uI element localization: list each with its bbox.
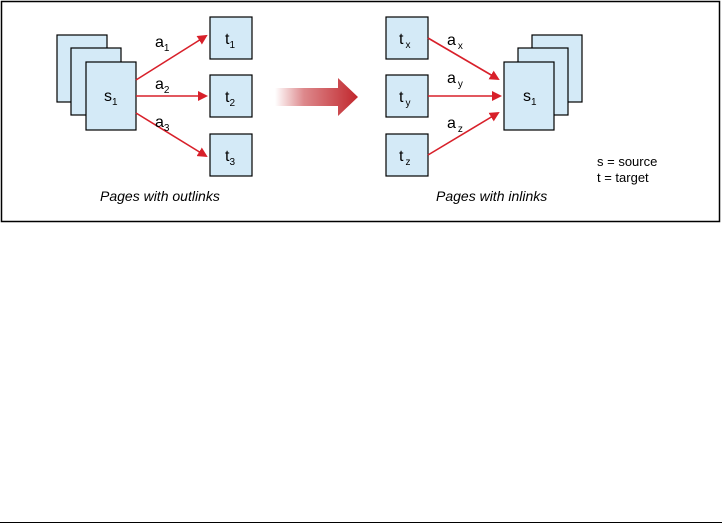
left-target-t1-page (209, 16, 253, 60)
left-link-a1-label: a1 (155, 34, 170, 54)
left-target-t2-label: t2 (225, 89, 235, 109)
left-link-a3-label: a3 (155, 114, 170, 134)
right-target-tz-page (385, 133, 429, 177)
bottom-rule (0, 522, 722, 523)
left-target-t3-label: t3 (225, 148, 235, 168)
left-source-stack: s1 (56, 34, 137, 131)
left-caption: Pages with outlinks (100, 188, 220, 204)
right-source-stack: s1 (503, 34, 583, 131)
left-link-a3-arrow (135, 112, 208, 158)
left-target-t2-page (209, 74, 253, 118)
left-link-a2-label: a2 (155, 76, 170, 96)
left-target-t1: t1 (209, 16, 253, 60)
left-source-label: s1 (104, 88, 118, 108)
right-target-tx-page (385, 16, 429, 60)
right-link-ax-arrow (427, 37, 500, 81)
right-caption: Pages with inlinks (436, 188, 547, 204)
legend-target: t = target (597, 170, 649, 185)
right-target-ty-page (385, 74, 429, 118)
left-target-t1-label: t1 (225, 31, 235, 51)
right-link-az-arrow (427, 111, 500, 156)
legend-source: s = source (597, 154, 657, 169)
right-source-label: s1 (523, 88, 537, 108)
left-target-t3-page (209, 133, 253, 177)
left-link-a1-arrow (135, 34, 208, 81)
right-source-page-front (503, 61, 555, 131)
transition-arrow (275, 78, 358, 116)
left-target-t2: t2 (209, 74, 253, 118)
left-target-t3: t3 (209, 133, 253, 177)
